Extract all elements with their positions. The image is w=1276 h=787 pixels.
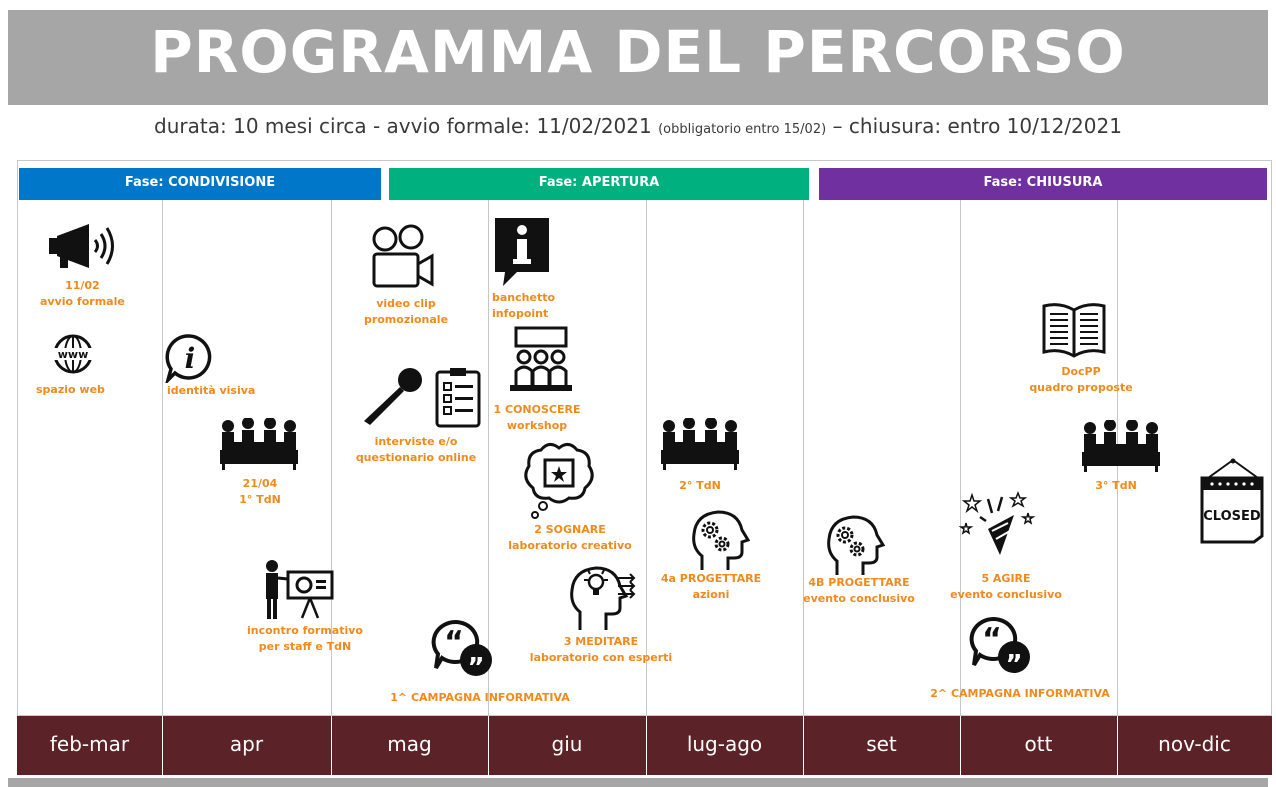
info-kiosk-icon xyxy=(491,214,553,290)
meeting-icon xyxy=(218,418,300,470)
meeting-icon xyxy=(1080,420,1162,472)
column-divider xyxy=(803,200,804,716)
svg-text:www: www xyxy=(58,348,89,361)
page-title: PROGRAMMA DEL PERCORSO xyxy=(150,18,1126,86)
presentation-icon xyxy=(262,560,338,620)
info-bubble-icon: i xyxy=(164,333,214,383)
megaphone-icon xyxy=(45,222,120,272)
gear-head-icon xyxy=(823,513,885,577)
svg-text:”: ” xyxy=(467,653,484,678)
label-identita-visiva: identità visiva xyxy=(167,384,256,397)
quote-bubble-icon: “ ” xyxy=(430,618,496,678)
label-tdn-3: 3° TdN xyxy=(1095,479,1137,492)
subtitle-end: – chiusura: entro 10/12/2021 xyxy=(826,114,1122,138)
workshop-icon xyxy=(506,325,576,395)
label-campagna-2: 2^ CAMPAGNA INFORMATIVA xyxy=(930,687,1110,700)
phase-apertura: Fase: APERTURA xyxy=(389,168,809,200)
svg-text:“: “ xyxy=(444,625,464,660)
svg-text:”: ” xyxy=(1005,650,1022,675)
month-separator xyxy=(162,716,163,775)
label-tdn-2: 2° TdN xyxy=(679,479,721,492)
timeline-frame xyxy=(17,160,1272,716)
subtitle-note: (obbligatorio entro 15/02) xyxy=(658,122,827,137)
month-separator xyxy=(646,716,647,775)
month-label: giu xyxy=(551,732,583,756)
month-label: lug-ago xyxy=(686,732,763,756)
confetti-icon xyxy=(958,489,1036,561)
checklist-icon xyxy=(434,367,482,429)
phase-chiusura: Fase: CHIUSURA xyxy=(819,168,1267,200)
month-separator xyxy=(1117,716,1118,775)
month-label: set xyxy=(866,732,897,756)
video-camera-icon xyxy=(370,224,436,290)
closed-sign-icon: CLOSED xyxy=(1198,458,1268,544)
subtitle: durata: 10 mesi circa - avvio formale: 1… xyxy=(0,114,1276,138)
microphone-icon xyxy=(362,365,426,427)
svg-text:“: “ xyxy=(982,622,1002,657)
column-divider xyxy=(960,200,961,716)
month-label: apr xyxy=(229,732,264,756)
dream-cloud-icon xyxy=(521,438,597,520)
month-label: mag xyxy=(387,732,432,756)
title-banner: PROGRAMMA DEL PERCORSO xyxy=(8,10,1268,105)
column-divider xyxy=(646,200,647,716)
bottom-bar xyxy=(8,778,1268,787)
month-separator xyxy=(331,716,332,775)
column-divider xyxy=(162,200,163,716)
label-campagna-1: 1^ CAMPAGNA INFORMATIVA xyxy=(390,691,570,704)
open-book-icon xyxy=(1040,300,1108,362)
month-label: ott xyxy=(1024,732,1053,756)
quote-bubble-icon: “ ” xyxy=(968,615,1034,675)
month-separator xyxy=(960,716,961,775)
meeting-icon xyxy=(659,418,741,470)
gear-head-icon xyxy=(688,508,750,572)
months-bar: feb-mar apr mag giu lug-ago set ott nov-… xyxy=(17,716,1272,775)
month-separator xyxy=(803,716,804,775)
label-spazio-web: spazio web xyxy=(36,383,105,396)
phase-condivisione: Fase: CONDIVISIONE xyxy=(19,168,381,200)
month-label: nov-dic xyxy=(1158,732,1231,756)
closed-sign-text: CLOSED xyxy=(1203,509,1261,524)
column-divider xyxy=(488,200,489,716)
idea-head-icon xyxy=(566,560,638,632)
month-label: feb-mar xyxy=(49,732,130,756)
subtitle-main: durata: 10 mesi circa - avvio formale: 1… xyxy=(154,114,659,138)
svg-text:i: i xyxy=(185,342,196,375)
column-divider xyxy=(331,200,332,716)
month-separator xyxy=(488,716,489,775)
globe-www-icon: www xyxy=(51,333,95,375)
